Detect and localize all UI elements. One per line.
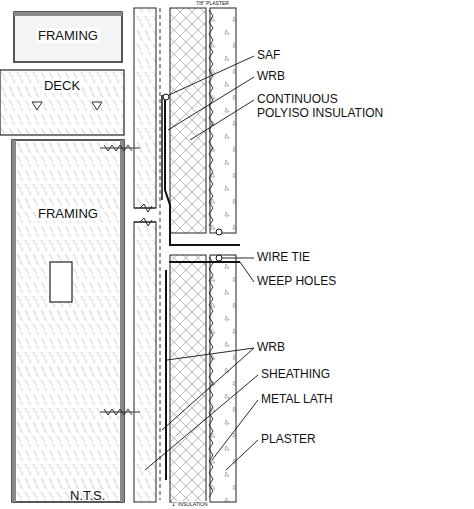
callout-label: WRB [257,340,285,354]
part-label: FRAMING [36,206,100,221]
callout-label: METAL LATH [261,392,333,406]
framing-box: FRAMING [14,12,122,62]
callout-label: CONTINUOUS POLYISO INSULATION [257,92,387,120]
framing-box: FRAMING [12,140,124,502]
dimension-note: 7/8" PLASTER [196,0,229,6]
part-label: DECK [42,78,82,93]
callout-label: WEEP HOLES [257,274,336,288]
deck-box: DECK [0,70,124,135]
callout-label: WRB [257,69,285,83]
dimension-note: 1" INSULATION [172,501,208,507]
callout-label: SHEATHING [261,367,330,381]
callout-label: SAF [257,48,280,62]
callout-label: WIRE TIE [257,250,310,264]
callout-label: PLASTER [261,432,316,446]
part-label: FRAMING [36,28,100,43]
scale-note: N.T.S. [70,488,105,503]
